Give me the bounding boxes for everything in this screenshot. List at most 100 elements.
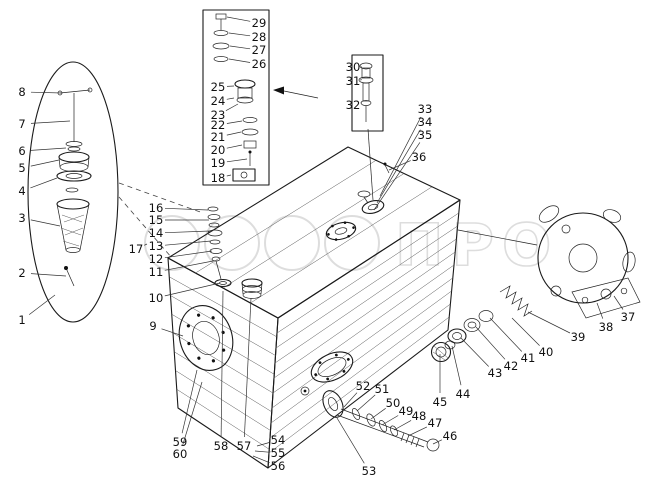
part-number-50: 50 [386, 396, 401, 410]
leader-line-44 [451, 345, 462, 386]
part-number-15: 15 [149, 213, 164, 227]
part-number-37: 37 [621, 310, 636, 324]
part-number-48: 48 [412, 409, 427, 423]
watermark-text: ПРО [395, 211, 559, 279]
part-number-31: 31 [346, 74, 361, 88]
part-number-39: 39 [571, 330, 586, 344]
part-number-7: 7 [18, 117, 25, 131]
part-number-1: 1 [18, 313, 25, 327]
inset-box-frame-2 [351, 54, 384, 132]
leader-line-46 [432, 439, 443, 445]
leader-line-14 [164, 230, 211, 234]
part-number-57: 57 [237, 439, 252, 453]
rib-line [271, 277, 453, 409]
washer-disc [478, 310, 494, 322]
part-number-21: 21 [211, 130, 226, 144]
part-number-23: 23 [211, 108, 226, 122]
part-number-29: 29 [252, 16, 267, 30]
rib-line [270, 290, 452, 424]
rib-line [269, 303, 451, 439]
drain-cock-assembly [322, 390, 440, 452]
part-number-28: 28 [252, 30, 267, 44]
leader-line-57 [244, 297, 252, 438]
leader-line-18 [226, 174, 232, 177]
leader-line-33 [379, 116, 422, 197]
part-number-40: 40 [539, 345, 554, 359]
leader-line-26 [228, 58, 251, 63]
leader-line-36 [388, 160, 411, 171]
leader-line-37 [613, 295, 624, 310]
part-number-10: 10 [149, 291, 164, 305]
reference-lines [118, 86, 538, 259]
leader-line-21 [226, 131, 242, 136]
part-number-30: 30 [346, 60, 361, 74]
filler-cap-small [357, 190, 371, 198]
rib-line [276, 212, 459, 334]
part-number-43: 43 [488, 366, 503, 380]
leader-line-43 [460, 337, 489, 367]
leader-line-39 [527, 311, 571, 334]
rib-line [172, 332, 274, 394]
part-number-54: 54 [271, 433, 286, 447]
part-number-49: 49 [399, 404, 414, 418]
drain-boss [300, 386, 310, 396]
rib-line [272, 264, 455, 394]
drain-nut [426, 438, 440, 452]
leader-line-29 [226, 16, 251, 22]
part-number-26: 26 [252, 57, 267, 71]
leader-line-6 [30, 147, 67, 151]
part-number-6: 6 [18, 144, 25, 158]
leader-line-34 [376, 129, 421, 204]
part-number-38: 38 [599, 320, 614, 334]
rib-line [274, 238, 457, 364]
tank-rib-lines [169, 160, 459, 454]
part-number-25: 25 [211, 80, 226, 94]
front-access-plate [310, 351, 354, 383]
leader-line-22 [226, 120, 243, 124]
part-number-12: 12 [149, 252, 164, 266]
rib-line [273, 251, 456, 379]
leader-line-41 [489, 317, 523, 352]
vent-valve-inset [351, 54, 384, 132]
part-number-46: 46 [443, 429, 458, 443]
leader-line-5 [30, 159, 60, 167]
part-number-33: 33 [418, 102, 433, 116]
rib-line [268, 316, 450, 454]
stud [384, 164, 390, 174]
part-number-18: 18 [211, 171, 226, 185]
leader-line-8 [30, 91, 63, 94]
leader-line-53 [336, 417, 365, 464]
leader-line-7 [30, 120, 71, 124]
leader-line-56 [252, 455, 270, 464]
leader-line-12 [164, 250, 213, 259]
part-number-55: 55 [271, 446, 286, 460]
inset-oval-frame [27, 61, 119, 323]
part-number-14: 14 [149, 226, 164, 240]
leader-line-17 [144, 243, 148, 246]
leader-line-50 [370, 408, 386, 420]
leader-line-49 [381, 415, 399, 426]
part-number-24: 24 [211, 94, 226, 108]
leader-line-20 [226, 144, 243, 149]
sender-flange [325, 221, 357, 241]
breather-hardware-inset [202, 9, 270, 186]
part-number-36: 36 [412, 150, 427, 164]
part-number-44: 44 [456, 387, 471, 401]
leader-line-51 [356, 394, 376, 412]
rib-line [195, 160, 377, 274]
rib-line [222, 173, 405, 289]
leader-line-10 [164, 282, 221, 297]
gasket-plate [571, 277, 641, 319]
part-number-9: 9 [149, 319, 156, 333]
watermark: ПРО [144, 210, 559, 280]
leader-line-13 [164, 240, 212, 246]
assembly-arrowhead [273, 86, 284, 95]
leader-line-28 [228, 32, 251, 37]
part-number-2: 2 [18, 266, 25, 280]
part-number-27: 27 [252, 43, 267, 57]
leader-line-1 [28, 294, 56, 315]
part-number-53: 53 [362, 464, 377, 478]
spring [499, 285, 533, 317]
leader-line-47 [407, 426, 428, 437]
